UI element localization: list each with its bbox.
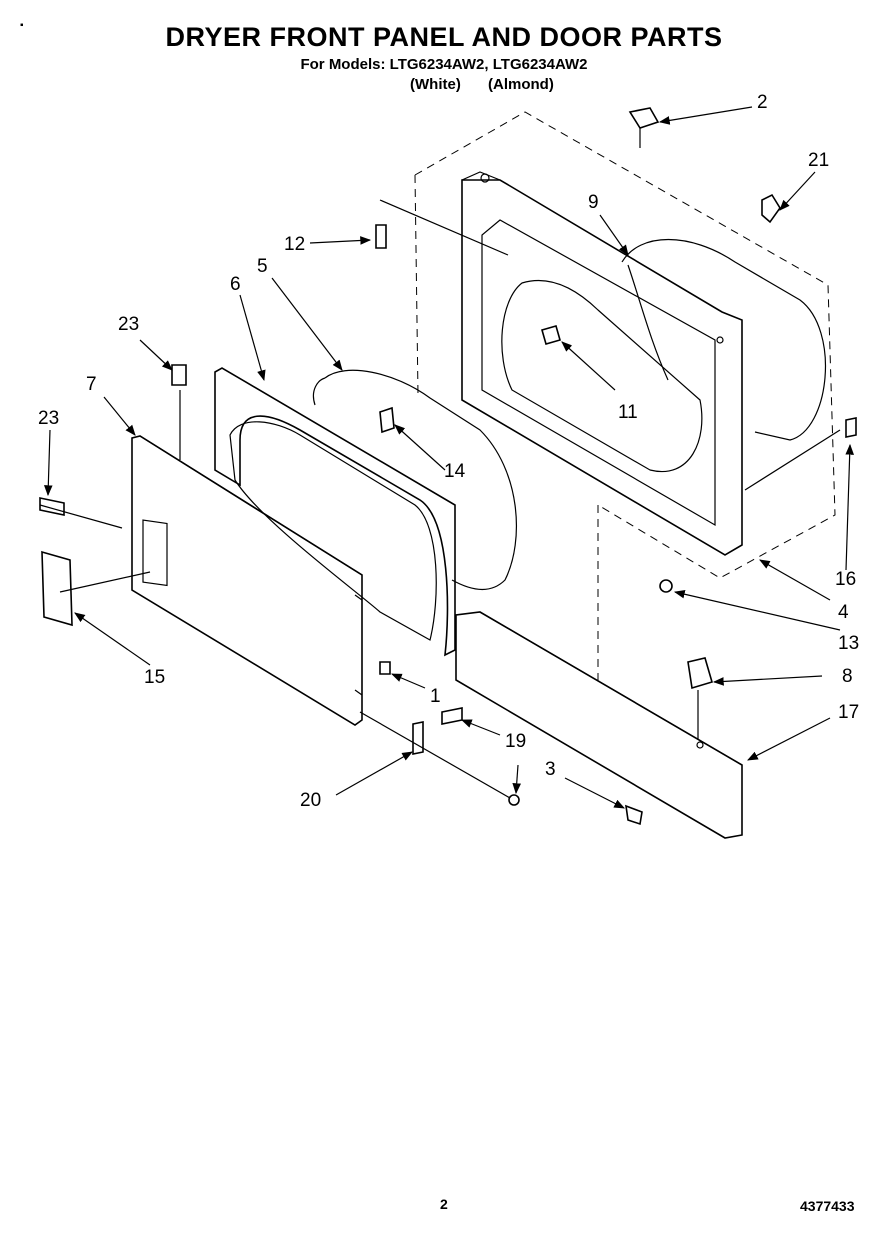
variant-white: (White) bbox=[410, 76, 461, 93]
outer-door-panel bbox=[131, 435, 363, 726]
callout-21: 21 bbox=[808, 150, 829, 171]
corner-mark: ▪ bbox=[20, 20, 24, 31]
callout-19: 19 bbox=[505, 731, 526, 752]
callout-13: 13 bbox=[838, 633, 859, 654]
toe-panel bbox=[455, 611, 743, 839]
callout-4: 4 bbox=[838, 602, 849, 623]
leader-lines bbox=[39, 106, 855, 809]
callout-12: 12 bbox=[284, 234, 305, 255]
callout-5: 5 bbox=[257, 256, 268, 277]
callout-16: 16 bbox=[835, 569, 856, 590]
rear-gasket bbox=[621, 238, 827, 441]
callout-2: 2 bbox=[757, 92, 768, 113]
callout-23-upper: 23 bbox=[118, 314, 139, 335]
variant-almond: (Almond) bbox=[488, 76, 554, 93]
inner-door bbox=[214, 367, 456, 657]
door-gasket bbox=[312, 369, 518, 590]
callout-labels: 2 21 9 12 5 6 23 7 23 11 14 15 16 4 13 8… bbox=[38, 92, 859, 811]
callout-7: 7 bbox=[86, 374, 97, 395]
small-hardware bbox=[39, 107, 857, 826]
callout-6: 6 bbox=[230, 274, 241, 295]
callout-20: 20 bbox=[300, 790, 321, 811]
callout-11: 11 bbox=[618, 402, 638, 423]
callout-15: 15 bbox=[144, 667, 165, 688]
callout-14: 14 bbox=[444, 461, 466, 482]
page-number: 2 bbox=[440, 1196, 448, 1212]
callout-23-left: 23 bbox=[38, 408, 59, 429]
callout-1: 1 bbox=[430, 686, 441, 707]
callout-3: 3 bbox=[545, 759, 556, 780]
callout-17: 17 bbox=[838, 702, 859, 723]
callout-9: 9 bbox=[588, 192, 599, 213]
callout-8: 8 bbox=[842, 666, 853, 687]
front-panel bbox=[461, 171, 743, 556]
diagram-title: DRYER FRONT PANEL AND DOOR PARTS bbox=[165, 22, 723, 52]
cabinet-outline bbox=[414, 111, 836, 690]
document-number: 4377433 bbox=[800, 1198, 855, 1214]
model-list: For Models: LTG6234AW2, LTG6234AW2 bbox=[300, 56, 588, 73]
hinge-bracket-part bbox=[628, 107, 660, 129]
